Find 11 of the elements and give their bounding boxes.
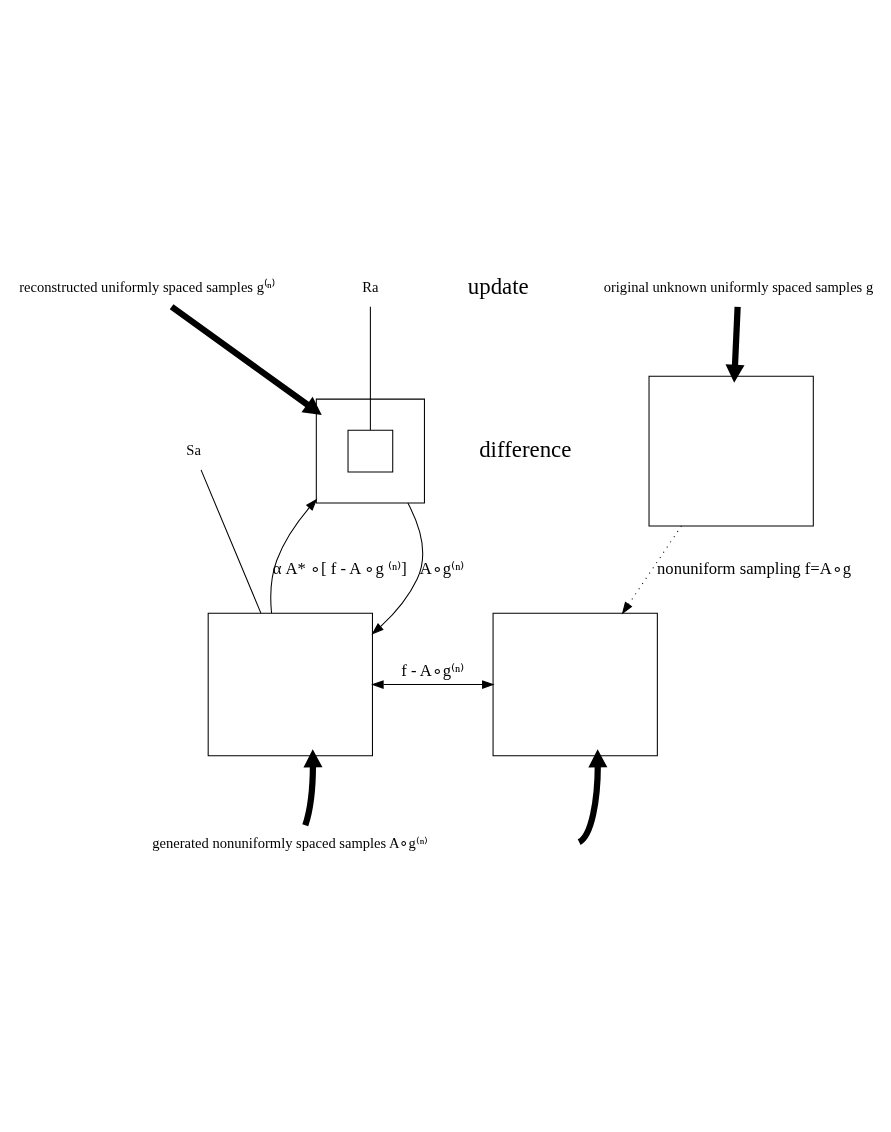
edge-label: f - A∘g⁽ⁿ⁾: [401, 661, 465, 680]
node-text: generated nonuniformly spaced samples A∘g⁽ⁿ⁾: [152, 834, 429, 851]
edge-label: nonuniform sampling f=A∘g: [657, 558, 852, 578]
label: update: [467, 273, 529, 299]
node-text: Ra: [362, 278, 379, 295]
node-text: Sa: [186, 441, 201, 458]
label: difference: [479, 436, 572, 462]
node-text: original unknown uniformly spaced samples g: [603, 278, 874, 295]
edge-label: α A* ∘[ f - A ∘g ⁽ⁿ⁾]: [272, 558, 407, 578]
node-text: reconstructed uniformly spaced samples g⁽ⁿ⁾: [19, 278, 275, 295]
edge-label: A∘g⁽ⁿ⁾: [419, 558, 465, 578]
